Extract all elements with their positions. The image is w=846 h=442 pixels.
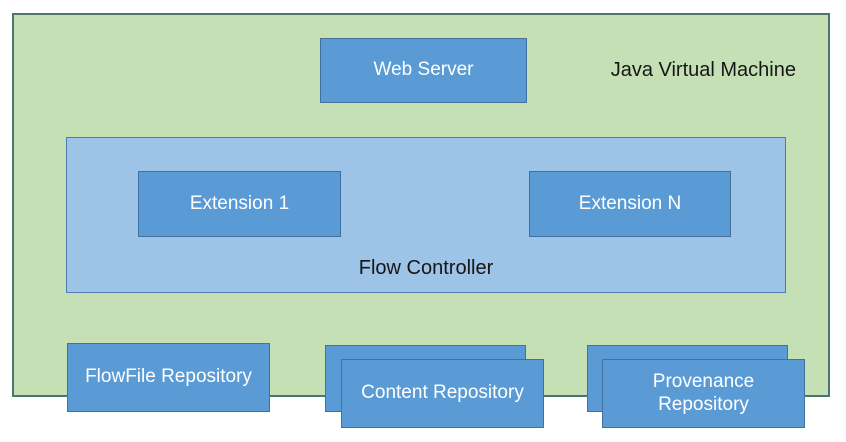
content-repository-stack: Content Repository — [325, 345, 544, 428]
extension-n-label: Extension N — [578, 192, 682, 214]
content-repository-box: Content Repository — [341, 359, 544, 428]
web-server-label: Web Server — [373, 59, 474, 81]
flow-controller-box: Extension 1 Extension N Flow Controller — [66, 137, 786, 293]
provenance-repository-label: Provenance Repository — [652, 370, 755, 415]
flowfile-repository-box: FlowFile Repository — [67, 343, 270, 412]
content-repository-label: Content Repository — [361, 382, 524, 404]
provenance-repository-box: Provenance Repository — [602, 359, 805, 428]
extension-1-label: Extension 1 — [189, 192, 290, 214]
flowfile-repository-label: FlowFile Repository — [85, 366, 252, 388]
provenance-repository-stack: Provenance Repository — [587, 345, 805, 428]
jvm-label: Java Virtual Machine — [610, 59, 796, 81]
extension-1-box: Extension 1 — [138, 171, 341, 237]
extension-n-box: Extension N — [529, 171, 731, 237]
web-server-box: Web Server — [320, 38, 527, 103]
flow-controller-label: Flow Controller — [358, 257, 494, 279]
